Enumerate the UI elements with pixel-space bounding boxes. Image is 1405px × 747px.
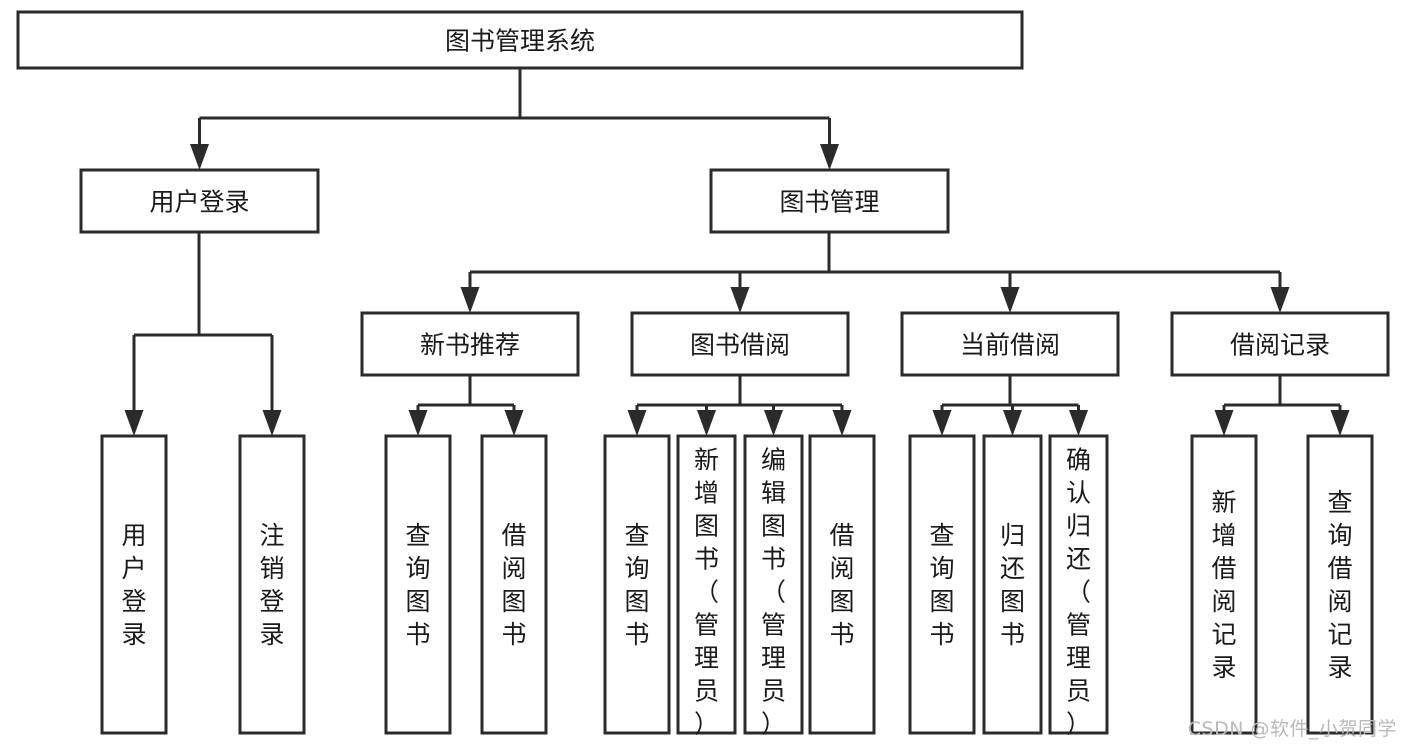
node-label-leaf-add-record: 新增借阅记录 [1211, 488, 1236, 682]
node-leaf-query-book-2[interactable]: 查询图书 [603, 434, 671, 735]
watermark-text: CSDN @软件_小贺同学 [1187, 718, 1397, 740]
arrow-head-leaf-query-book-3 [932, 410, 952, 436]
node-box-leaf-query-book-3[interactable] [908, 434, 976, 735]
connector-group-borrow-record [1214, 375, 1350, 436]
node-box-leaf-add-record[interactable] [1190, 434, 1258, 735]
node-label-leaf-confirm-return-admin: 确认归还（管理员） [1066, 446, 1091, 739]
node-leaf-add-record[interactable]: 新增借阅记录 [1190, 434, 1258, 735]
node-label-book-manage: 图书管理 [779, 188, 879, 217]
node-user-login[interactable]: 用户登录 [79, 168, 320, 234]
node-label-leaf-add-book-admin: 新增图书（管理员） [694, 446, 719, 739]
arrow-head-leaf-query-book-1 [408, 410, 428, 436]
node-box-book-manage[interactable] [709, 168, 950, 234]
node-current-borrow[interactable]: 当前借阅 [900, 311, 1120, 377]
node-label-leaf-borrow-book-1: 借阅图书 [501, 521, 526, 649]
node-book-manage[interactable]: 图书管理 [709, 168, 950, 234]
node-box-new-book-recommend[interactable] [360, 311, 580, 377]
node-label-leaf-query-book-2: 查询图书 [624, 521, 649, 649]
arrow-head-leaf-confirm-return-admin [1069, 410, 1088, 436]
node-label-book-borrow: 图书借阅 [690, 331, 790, 360]
connector-group-new-book-recommend [408, 375, 524, 436]
node-leaf-query-book-1[interactable]: 查询图书 [384, 434, 452, 735]
node-label-new-book-recommend: 新书推荐 [420, 331, 520, 360]
node-box-leaf-borrow-book-1[interactable] [480, 434, 548, 735]
node-root[interactable]: 图书管理系统 [16, 10, 1024, 70]
node-label-borrow-record: 借阅记录 [1230, 331, 1330, 360]
node-box-leaf-logout[interactable] [238, 434, 306, 735]
arrow-head-borrow-record [1270, 287, 1290, 313]
node-leaf-borrow-book-2[interactable]: 借阅图书 [808, 434, 876, 735]
arrow-head-leaf-edit-book-admin [764, 410, 783, 436]
node-box-current-borrow[interactable] [900, 311, 1120, 377]
connector-group-current-borrow [932, 375, 1088, 436]
connector-group-book-borrow [627, 375, 852, 436]
node-box-leaf-user-login[interactable] [100, 434, 168, 735]
node-box-leaf-add-book-admin[interactable] [676, 434, 737, 735]
connector-group-root [190, 68, 839, 170]
node-leaf-query-record[interactable]: 查询借阅记录 [1306, 434, 1374, 735]
node-box-leaf-query-book-2[interactable] [603, 434, 671, 735]
node-label-leaf-user-login: 用户登录 [121, 521, 146, 649]
node-box-leaf-edit-book-admin[interactable] [743, 434, 804, 735]
node-box-leaf-confirm-return-admin[interactable] [1048, 434, 1109, 735]
arrow-head-leaf-query-book-2 [627, 410, 647, 436]
node-label-leaf-logout: 注销登录 [259, 521, 284, 649]
node-leaf-edit-book-admin[interactable]: 编辑图书（管理员） [743, 434, 804, 739]
node-label-user-login: 用户登录 [149, 188, 249, 217]
node-label-leaf-borrow-book-2: 借阅图书 [829, 521, 854, 649]
node-box-root[interactable] [16, 10, 1024, 70]
arrow-head-leaf-borrow-book-1 [504, 410, 524, 436]
arrow-head-leaf-add-book-admin [697, 410, 716, 436]
node-label-leaf-query-record: 查询借阅记录 [1327, 488, 1352, 682]
arrow-head-user-login [190, 144, 209, 170]
node-leaf-add-book-admin[interactable]: 新增图书（管理员） [676, 434, 737, 739]
arrow-head-book-manage [820, 144, 839, 170]
node-box-leaf-borrow-book-2[interactable] [808, 434, 876, 735]
node-label-current-borrow: 当前借阅 [960, 331, 1060, 360]
node-leaf-query-book-3[interactable]: 查询图书 [908, 434, 976, 735]
node-leaf-confirm-return-admin[interactable]: 确认归还（管理员） [1048, 434, 1109, 739]
arrow-head-leaf-return-book [1003, 410, 1022, 436]
node-layer: 图书管理系统用户登录图书管理新书推荐图书借阅当前借阅借阅记录用户登录注销登录查询… [16, 10, 1390, 739]
arrow-head-book-borrow [730, 287, 750, 313]
node-borrow-record[interactable]: 借阅记录 [1170, 311, 1390, 377]
node-label-leaf-return-book: 归还图书 [1000, 521, 1025, 649]
node-box-leaf-query-book-1[interactable] [384, 434, 452, 735]
node-box-borrow-record[interactable] [1170, 311, 1390, 377]
node-label-leaf-edit-book-admin: 编辑图书（管理员） [761, 446, 786, 739]
node-new-book-recommend[interactable]: 新书推荐 [360, 311, 580, 377]
node-leaf-user-login[interactable]: 用户登录 [100, 434, 168, 735]
node-label-leaf-query-book-1: 查询图书 [405, 521, 430, 649]
node-leaf-logout[interactable]: 注销登录 [238, 434, 306, 735]
connector-group-book-manage [460, 232, 1290, 313]
node-leaf-borrow-book-1[interactable]: 借阅图书 [480, 434, 548, 735]
connector-group-user-login [124, 232, 282, 436]
node-box-leaf-query-record[interactable] [1306, 434, 1374, 735]
arrow-head-leaf-user-login [124, 410, 144, 436]
node-label-root: 图书管理系统 [445, 27, 595, 56]
node-box-leaf-return-book[interactable] [982, 434, 1043, 735]
arrow-head-leaf-logout [262, 410, 282, 436]
node-leaf-return-book[interactable]: 归还图书 [982, 434, 1043, 735]
arrow-head-new-book-recommend [460, 287, 480, 313]
node-box-user-login[interactable] [79, 168, 320, 234]
connector-layer [124, 68, 1350, 436]
arrow-head-leaf-query-record [1330, 410, 1350, 436]
node-label-leaf-query-book-3: 查询图书 [929, 521, 954, 649]
node-book-borrow[interactable]: 图书借阅 [630, 311, 850, 377]
arrow-head-leaf-borrow-book-2 [832, 410, 852, 436]
arrow-head-leaf-add-record [1214, 410, 1234, 436]
node-box-book-borrow[interactable] [630, 311, 850, 377]
arrow-head-current-borrow [1000, 287, 1020, 313]
